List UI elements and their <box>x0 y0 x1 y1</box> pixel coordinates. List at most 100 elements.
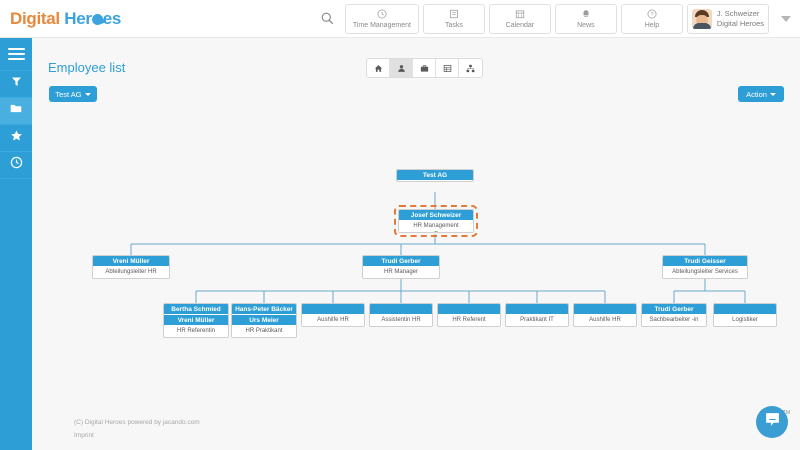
sidebar-item-history[interactable] <box>0 152 32 179</box>
org-node-name <box>714 304 776 315</box>
page-title: Employee list <box>48 60 126 75</box>
org-node-name: Vreni Müller <box>93 256 169 267</box>
help-circle-icon: ? <box>647 9 657 20</box>
footer-copyright: (C) Digital Heroes powered by jacando.co… <box>74 419 200 426</box>
sidebar-item-folder[interactable] <box>0 98 32 125</box>
nav-item-time-management[interactable]: Time Management <box>344 3 419 34</box>
org-node-n13[interactable]: Logistiker <box>713 303 777 327</box>
view-mode-orgchart[interactable] <box>459 59 482 77</box>
node-drag-handle[interactable] <box>434 231 438 232</box>
company-filter-button[interactable]: Test AG <box>49 86 97 102</box>
chevron-down-icon <box>84 92 91 96</box>
chat-widget-button[interactable] <box>756 406 788 438</box>
org-node-name: Trudi Geisser <box>663 256 747 267</box>
nav-label: Time Management <box>352 21 411 29</box>
tasks-icon <box>449 9 459 20</box>
org-node-n9[interactable]: HR Referent <box>437 303 501 327</box>
calendar-icon <box>515 9 525 20</box>
view-mode-toggle <box>366 58 483 78</box>
org-node-name: Hans-Peter Bäcker <box>232 304 296 315</box>
org-node-name <box>302 304 364 315</box>
org-node-role: Aushilfe HR <box>574 315 636 326</box>
org-node-role: HR Referentin <box>164 326 228 337</box>
org-node-role: Aushilfe HR <box>302 315 364 326</box>
main-content: Employee list Test AG Action <box>32 38 800 450</box>
view-mode-table[interactable] <box>436 59 459 77</box>
nav-item-calendar[interactable]: Calendar <box>488 3 551 34</box>
sidebar-item-filter[interactable] <box>0 71 32 98</box>
org-node-name <box>574 304 636 315</box>
clock-icon <box>10 156 23 174</box>
sidebar-item-favorites[interactable] <box>0 125 32 152</box>
org-node-role: Assistentin HR <box>370 315 432 326</box>
filter-funnel-icon <box>10 75 23 93</box>
org-node-role: HR Management <box>399 221 473 232</box>
org-node-name-secondary: Vreni Müller <box>164 315 228 326</box>
user-company: Digital Heroes <box>716 18 764 28</box>
org-node-n11[interactable]: Aushilfe HR <box>573 303 637 327</box>
org-node-name: Josef Schweizer <box>399 210 473 221</box>
chevron-down-icon[interactable] <box>781 15 791 22</box>
bell-icon <box>581 9 591 20</box>
org-node-n8[interactable]: Assistentin HR <box>369 303 433 327</box>
org-node-n7[interactable]: Aushilfe HR <box>301 303 365 327</box>
chat-bubble-icon <box>764 411 781 433</box>
search-icon[interactable] <box>315 4 341 34</box>
chevron-down-icon <box>769 92 776 96</box>
nav-item-news[interactable]: News <box>554 3 617 34</box>
footer-imprint-link[interactable]: Imprint <box>74 432 94 439</box>
brand-name-part2: Her <box>64 8 92 28</box>
org-node-name <box>438 304 500 315</box>
star-icon <box>10 129 23 147</box>
org-node-n10[interactable]: Praktikant IT <box>505 303 569 327</box>
filter-button-label: Test AG <box>55 89 82 99</box>
org-node-role: Abteilungsleiter Services <box>663 267 747 278</box>
org-node-name: Trudi Gerber <box>363 256 439 267</box>
org-node-role: HR Manager <box>363 267 439 278</box>
org-node-role: Logistiker <box>714 315 776 326</box>
user-name: J. Schweizer <box>716 8 760 18</box>
user-menu[interactable]: J. Schweizer Digital Heroes <box>686 3 769 34</box>
header-nav: Time Management Tasks Calendar News ? He… <box>315 0 800 38</box>
svg-text:?: ? <box>650 12 653 18</box>
org-node-role: HR Referent <box>438 315 500 326</box>
org-node-name <box>506 304 568 315</box>
chat-trademark: TM <box>782 410 790 416</box>
folder-icon <box>9 102 23 120</box>
hamburger-menu-icon <box>7 45 25 63</box>
org-node-role: Abteilungsleiter HR <box>93 267 169 278</box>
footer: (C) Digital Heroes powered by jacando.co… <box>74 416 200 442</box>
brand-name-part1: Digital <box>10 8 60 28</box>
nav-item-tasks[interactable]: Tasks <box>422 3 485 34</box>
org-node-name-secondary: Urs Meier <box>232 315 296 326</box>
view-mode-home[interactable] <box>367 59 390 77</box>
org-node-name: Trudi Gerber <box>642 304 706 315</box>
nav-label: Tasks <box>444 21 463 29</box>
org-node-role: Sachbearbeiter -in <box>642 315 706 326</box>
nav-label: Help <box>644 21 660 29</box>
avatar-icon <box>691 8 712 29</box>
view-mode-people[interactable] <box>390 59 413 77</box>
org-node-role: Praktikant IT <box>506 315 568 326</box>
clock-icon <box>377 9 387 20</box>
action-button[interactable]: Action <box>738 86 784 102</box>
sidebar-item-menu[interactable] <box>0 38 32 71</box>
view-mode-jobs[interactable] <box>413 59 436 77</box>
nav-item-help[interactable]: ? Help <box>620 3 683 34</box>
org-node-root[interactable]: Test AG <box>396 169 474 182</box>
org-node-name: Bertha Schmied <box>164 304 228 315</box>
org-node-name: Test AG <box>397 170 473 181</box>
nav-label: News <box>577 21 595 29</box>
action-button-label: Action <box>746 89 767 99</box>
org-node-name <box>370 304 432 315</box>
